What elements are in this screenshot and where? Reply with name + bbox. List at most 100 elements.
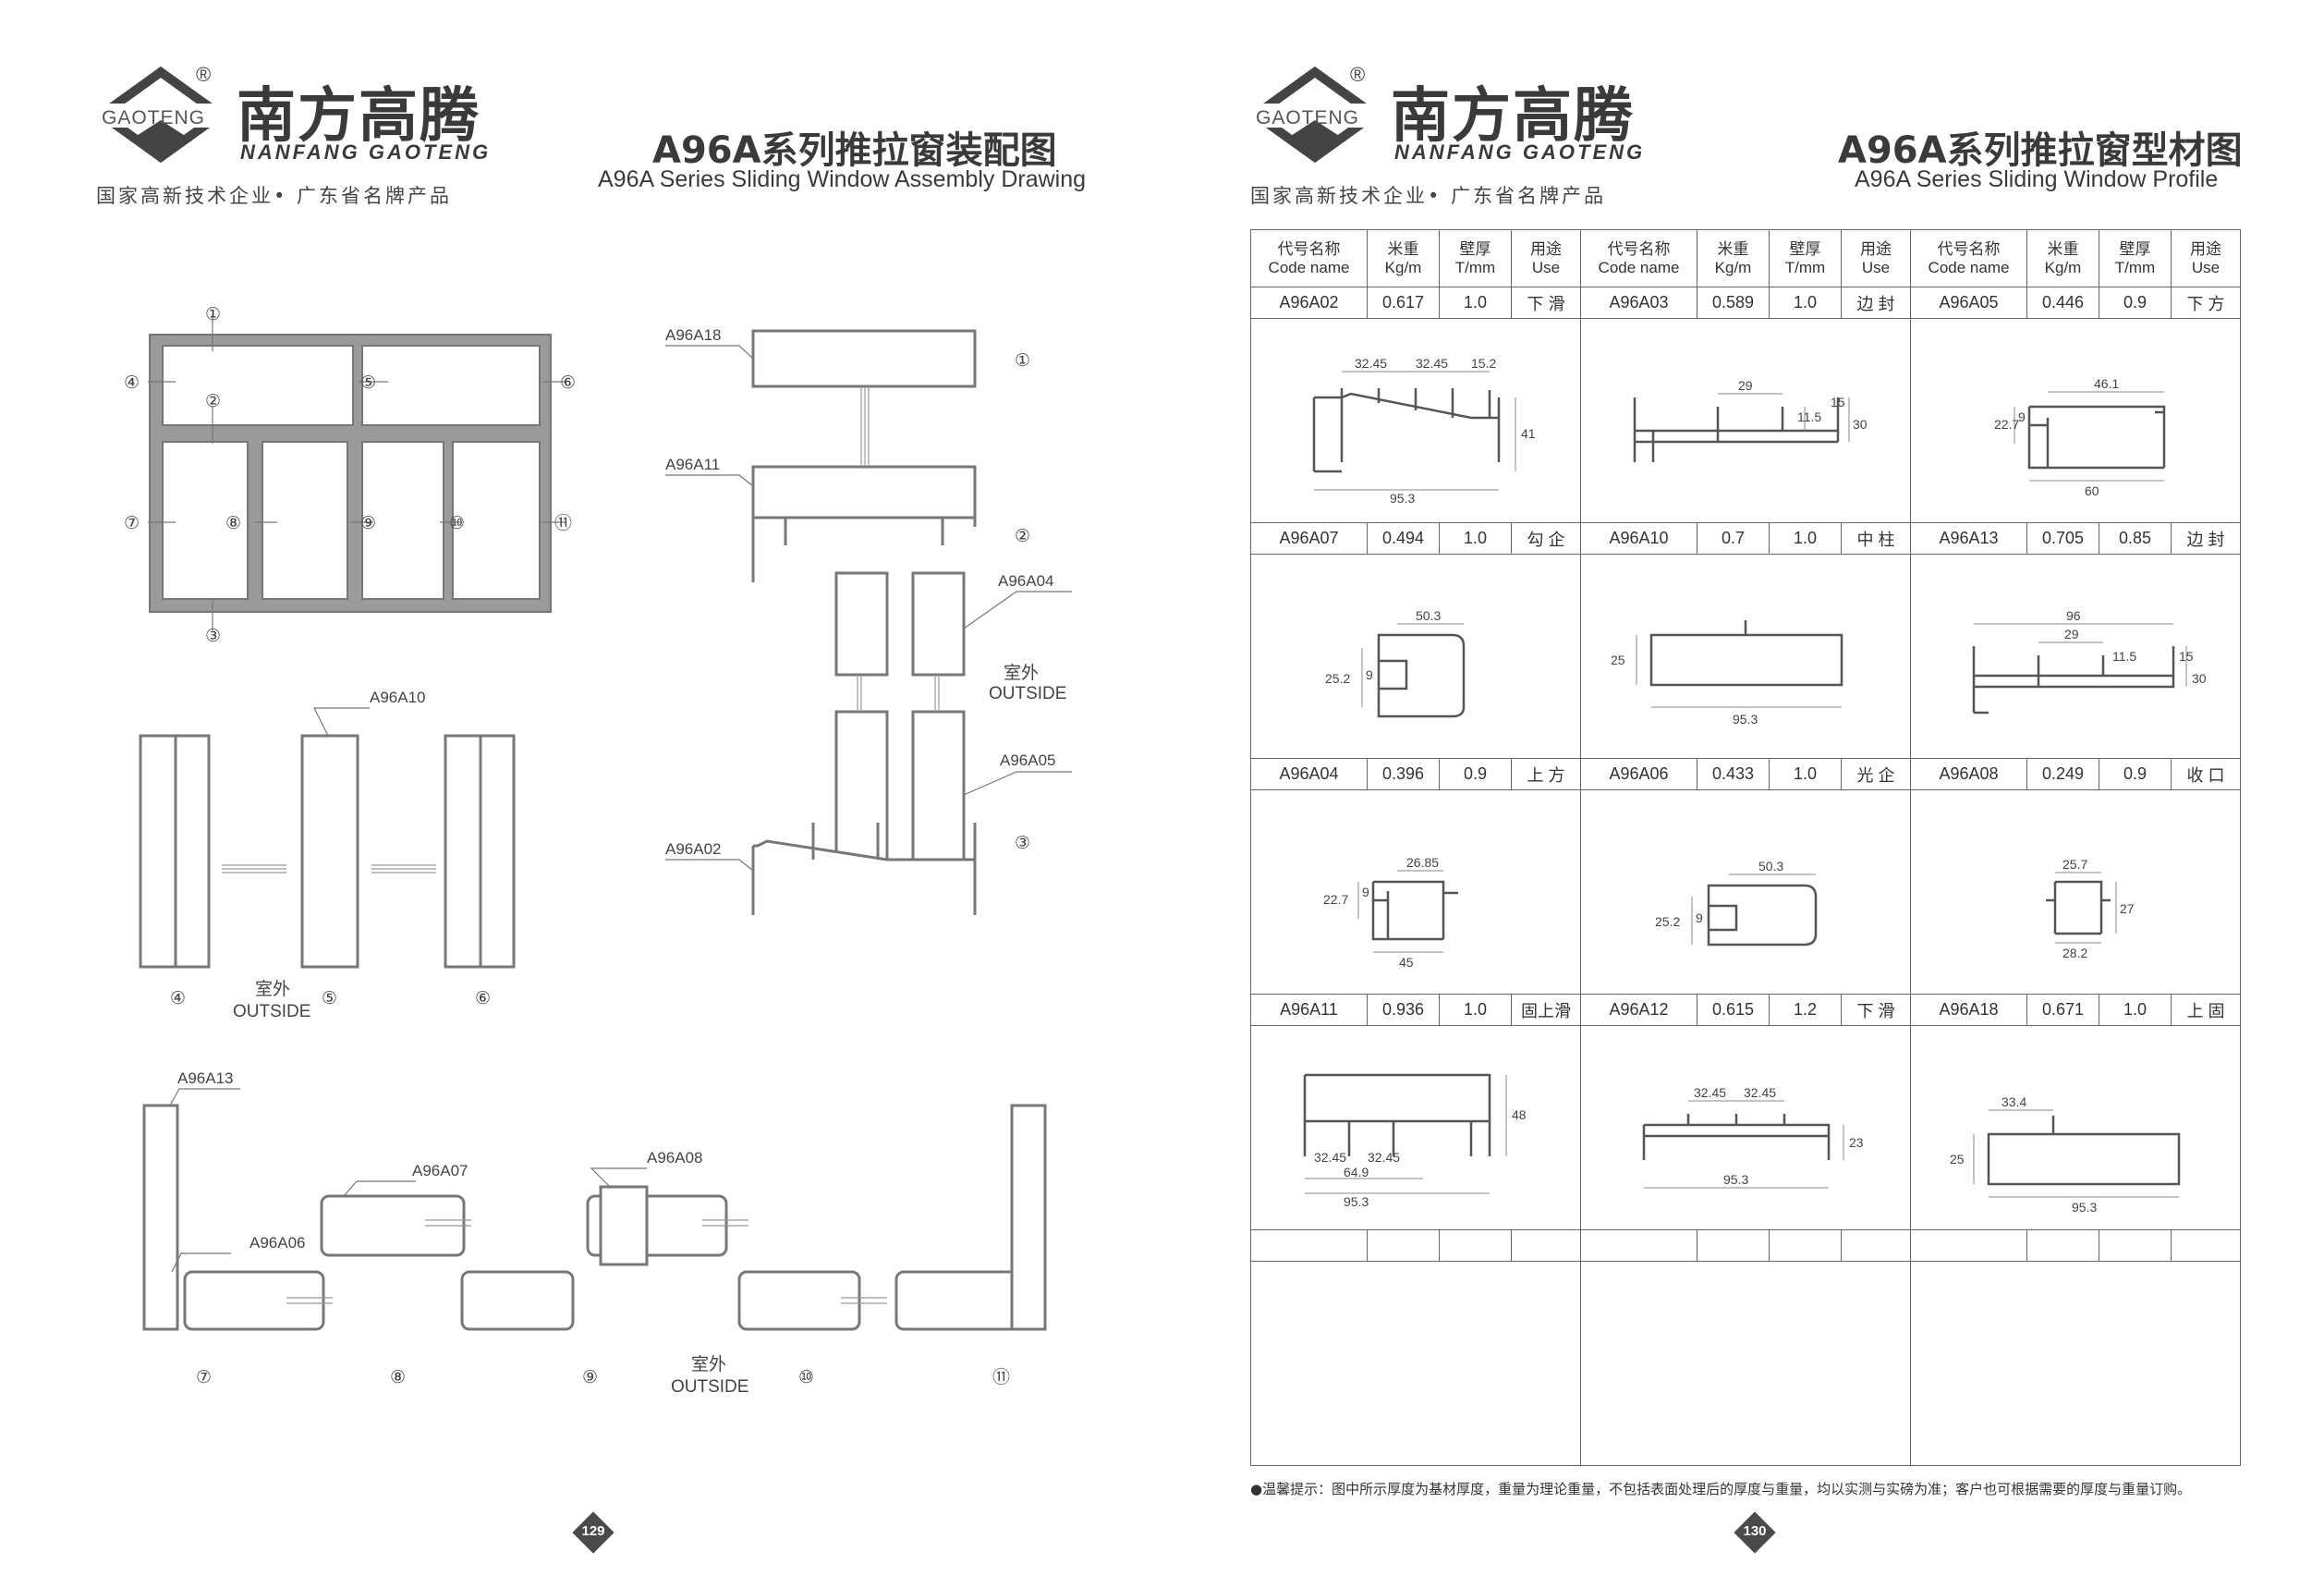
dim-text: 45 <box>1399 955 1414 970</box>
dim-text: 96 <box>2066 608 2081 623</box>
cell-thickness: 0.9 <box>2099 758 2172 790</box>
drawing-row-empty <box>1250 1261 2241 1466</box>
outside-label-cn-3: 室外 <box>691 1354 726 1374</box>
dim-text: 28.2 <box>2062 946 2087 960</box>
profile-a96a07-drawing: 50.3 25.2 9 <box>1325 608 1466 718</box>
page-title-en: A96A Series Sliding Window Assembly Draw… <box>598 166 1087 192</box>
callout-7: ⑦ <box>124 514 140 533</box>
profile-a96a10-drawing: 25 95.3 <box>1611 620 1843 727</box>
cell-weight: 0.617 <box>1367 287 1440 319</box>
dim-text: 64.9 <box>1344 1165 1369 1179</box>
label-a96a13: A96A13 <box>177 1069 234 1087</box>
callout-5-mullion: ⑤ <box>322 989 337 1008</box>
drawing-cell-a96a05: 46.1 22.7 9 60 <box>1910 318 2241 523</box>
label-a96a05: A96A05 <box>1000 751 1056 769</box>
drawing-cell-a96a12: 32.45 32.45 23 95.3 <box>1580 1025 1911 1230</box>
dim-text: 95.3 <box>1733 712 1758 727</box>
profile-a96a08-drawing: 25.7 27 28.2 <box>2046 857 2135 960</box>
profile-a96a02-drawing: 32.45 32.45 15.2 41 95.3 <box>1312 356 1536 506</box>
drawing-cell-a96a08: 25.7 27 28.2 <box>1910 789 2241 995</box>
cell-use: 收 口 <box>2171 758 2241 790</box>
dim-text: 60 <box>2085 483 2099 498</box>
cell-code: A96A12 <box>1580 994 1697 1026</box>
brand-slogan: 国家高新技术企业• 广东省名牌产品 <box>1250 185 1607 207</box>
brand-name-cn: 南方高腾 <box>1391 82 1635 151</box>
dim-text: 29 <box>1738 378 1753 393</box>
callout-8: ⑧ <box>225 514 241 533</box>
dim-text: 95.3 <box>2072 1200 2097 1215</box>
dim-text: 48 <box>1512 1107 1527 1122</box>
dim-text: 15 <box>2179 649 2194 664</box>
dim-text: 25.2 <box>1655 914 1680 929</box>
drawing-cell-a96a06: 50.3 25.2 9 <box>1580 789 1911 995</box>
drawing-row: 32.45 32.45 15.2 41 95.3 29 11.5 <box>1250 318 2241 523</box>
dim-text: 25.7 <box>2062 857 2087 872</box>
profile-a96a06-drawing: 50.3 25.2 9 <box>1655 859 1818 947</box>
dim-text: 9 <box>2018 409 2026 424</box>
window-elevation-drawing: ① ② ③ ④ ⑤ ⑥ ⑦ ⑧ ⑨ ⑩ ⑪ <box>124 305 576 646</box>
brand-logo: GAOTENG ® 南方高腾 NANFANG GAOTENG <box>96 63 530 168</box>
cell-weight: 0.936 <box>1367 994 1440 1026</box>
profile-a96a18-drawing: 33.4 25 95.3 <box>1950 1094 2181 1215</box>
cell-use: 固上滑 <box>1511 994 1581 1026</box>
brand-name-cn: 南方高腾 <box>237 82 481 151</box>
profile-a96a05-drawing: 46.1 22.7 9 60 <box>1994 376 2166 498</box>
cell-use: 中 柱 <box>1841 522 1911 555</box>
cell-code: A96A18 <box>1910 994 2027 1026</box>
dim-text: 9 <box>1362 885 1369 899</box>
callout-10-section: ⑩ <box>798 1368 814 1387</box>
cell-thickness: 0.9 <box>2099 287 2172 319</box>
brand-name-en: NANFANG GAOTENG <box>240 140 492 164</box>
brand-name-en: NANFANG GAOTENG <box>1394 140 1646 164</box>
callout-3-section: ③ <box>1015 834 1030 853</box>
cell-weight: 0.705 <box>2026 522 2099 555</box>
cell-thickness: 1.0 <box>2099 994 2172 1026</box>
callout-3: ③ <box>205 627 221 646</box>
cell-weight: 0.249 <box>2026 758 2099 790</box>
label-a96a10: A96A10 <box>370 689 426 706</box>
dim-text: 15 <box>1831 395 1845 409</box>
profile-a96a03-drawing: 29 11.5 15 30 <box>1633 378 1868 462</box>
cell-weight: 0.446 <box>2026 287 2099 319</box>
logo-mark-text: GAOTENG <box>1256 107 1360 128</box>
drawing-cell-a96a11: 48 32.45 32.45 64.9 95.3 <box>1250 1025 1581 1230</box>
gaoteng-logo-icon <box>1250 67 1380 164</box>
cell-thickness: 1.0 <box>1769 287 1842 319</box>
cell-code: A96A04 <box>1250 758 1368 790</box>
dim-text: 30 <box>2192 671 2207 686</box>
brand-logo-right: GAOTENG ® 南方高腾 NANFANG GAOTENG <box>1250 63 1685 168</box>
cell-code: A96A13 <box>1910 522 2027 555</box>
dim-text: 95.3 <box>1390 491 1415 506</box>
drawing-cell-a96a03: 29 11.5 15 30 <box>1580 318 1911 523</box>
dim-text: 9 <box>1696 910 1703 925</box>
label-a96a07: A96A07 <box>412 1162 468 1179</box>
label-a96a04: A96A04 <box>998 572 1054 590</box>
label-a96a06: A96A06 <box>249 1234 306 1252</box>
dim-text: 22.7 <box>1994 417 2019 432</box>
dim-text: 29 <box>2064 627 2079 641</box>
dim-text: 32.45 <box>1744 1085 1776 1100</box>
dim-text: 50.3 <box>1416 608 1441 623</box>
registered-mark: ® <box>1350 63 1366 86</box>
dim-text: 41 <box>1521 426 1536 441</box>
cell-use: 边 封 <box>2171 522 2241 555</box>
cell-code: A96A08 <box>1910 758 2027 790</box>
callout-9: ⑨ <box>360 514 376 533</box>
cell-code: A96A06 <box>1580 758 1697 790</box>
callout-8-section: ⑧ <box>390 1368 406 1387</box>
dim-text: 95.3 <box>1344 1194 1369 1209</box>
dim-text: 50.3 <box>1758 859 1783 873</box>
drawing-row: 50.3 25.2 9 25 95.3 <box>1250 554 2241 759</box>
callout-1: ① <box>205 305 221 324</box>
cell-weight: 0.615 <box>1697 994 1770 1026</box>
outside-label-en-3: OUTSIDE <box>671 1377 748 1397</box>
page-number-right: 130 <box>1734 1511 1776 1554</box>
cell-weight: 0.589 <box>1697 287 1770 319</box>
callout-2-section: ② <box>1015 527 1030 546</box>
